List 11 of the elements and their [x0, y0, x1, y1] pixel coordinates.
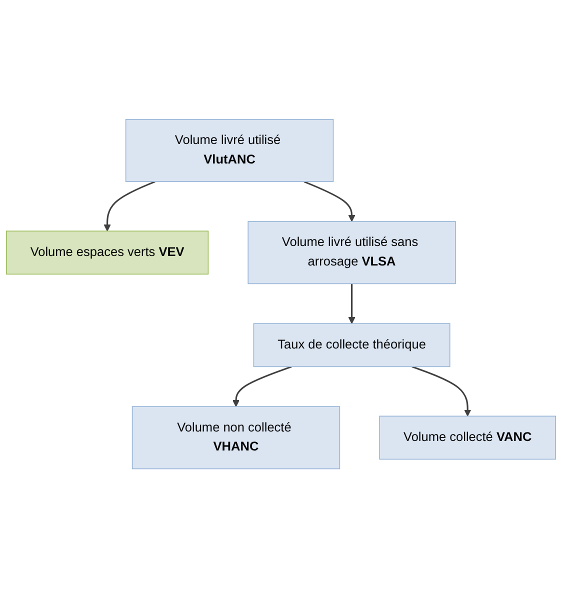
- arrow: [232, 366, 292, 408]
- arrow: [304, 181, 356, 222]
- node-box: Volume non collecté VHANC: [132, 406, 340, 470]
- arrow: [412, 366, 472, 417]
- node-box: Volume espaces verts VEV: [6, 231, 209, 275]
- arrow: [104, 181, 156, 232]
- node-box: Volume collecté VANC: [379, 416, 556, 460]
- node-box: Volume livré utilisé VlutANC: [125, 119, 334, 182]
- node-box: Taux de collecte théorique: [253, 324, 450, 368]
- node-box: Volume livré utilisé sans arrosage VLSA: [248, 222, 456, 285]
- arrow: [348, 284, 356, 324]
